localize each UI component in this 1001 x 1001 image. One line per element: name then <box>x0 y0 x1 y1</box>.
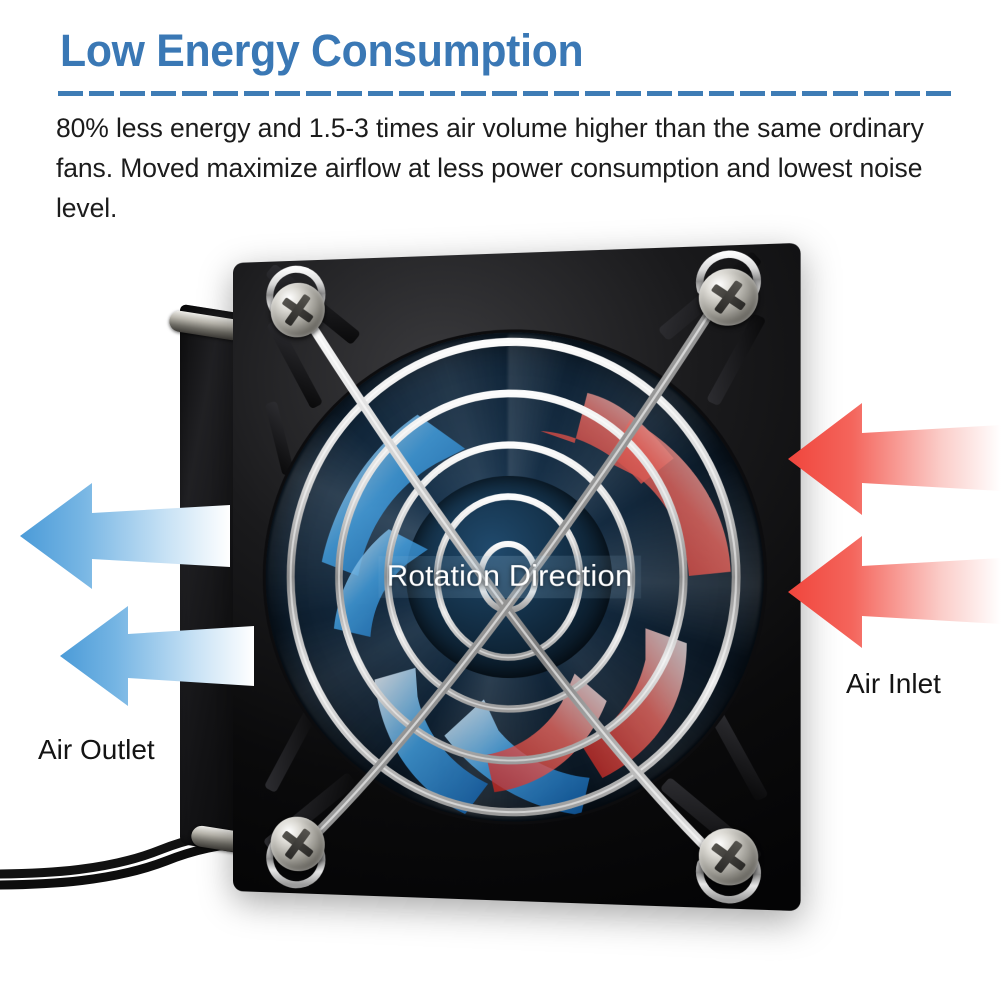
air-inlet-arrow <box>788 403 1001 515</box>
air-inlet-label: Air Inlet <box>846 668 941 699</box>
description-text: 80% less energy and 1.5-3 times air volu… <box>56 113 924 223</box>
fan-bore <box>265 325 764 829</box>
corner-screw <box>270 816 325 873</box>
air-outlet-arrow <box>60 606 254 706</box>
product-photo: Rotation Direction <box>0 242 1001 1001</box>
air-outlet-arrow <box>20 483 230 589</box>
air-outlet-label: Air Outlet <box>38 734 155 765</box>
page-title: Low Energy Consumption <box>60 25 584 76</box>
header-block: Low Energy Consumption 80% less energy a… <box>0 0 1001 245</box>
fan-frame: Rotation Direction <box>233 242 801 912</box>
fan-assembly: Rotation Direction <box>167 242 815 912</box>
rotation-arrows <box>321 391 731 816</box>
rotation-direction-label: Rotation Direction <box>378 555 642 599</box>
air-inlet-arrow <box>788 536 1001 648</box>
title-divider <box>58 91 951 96</box>
corner-screw <box>698 827 759 887</box>
